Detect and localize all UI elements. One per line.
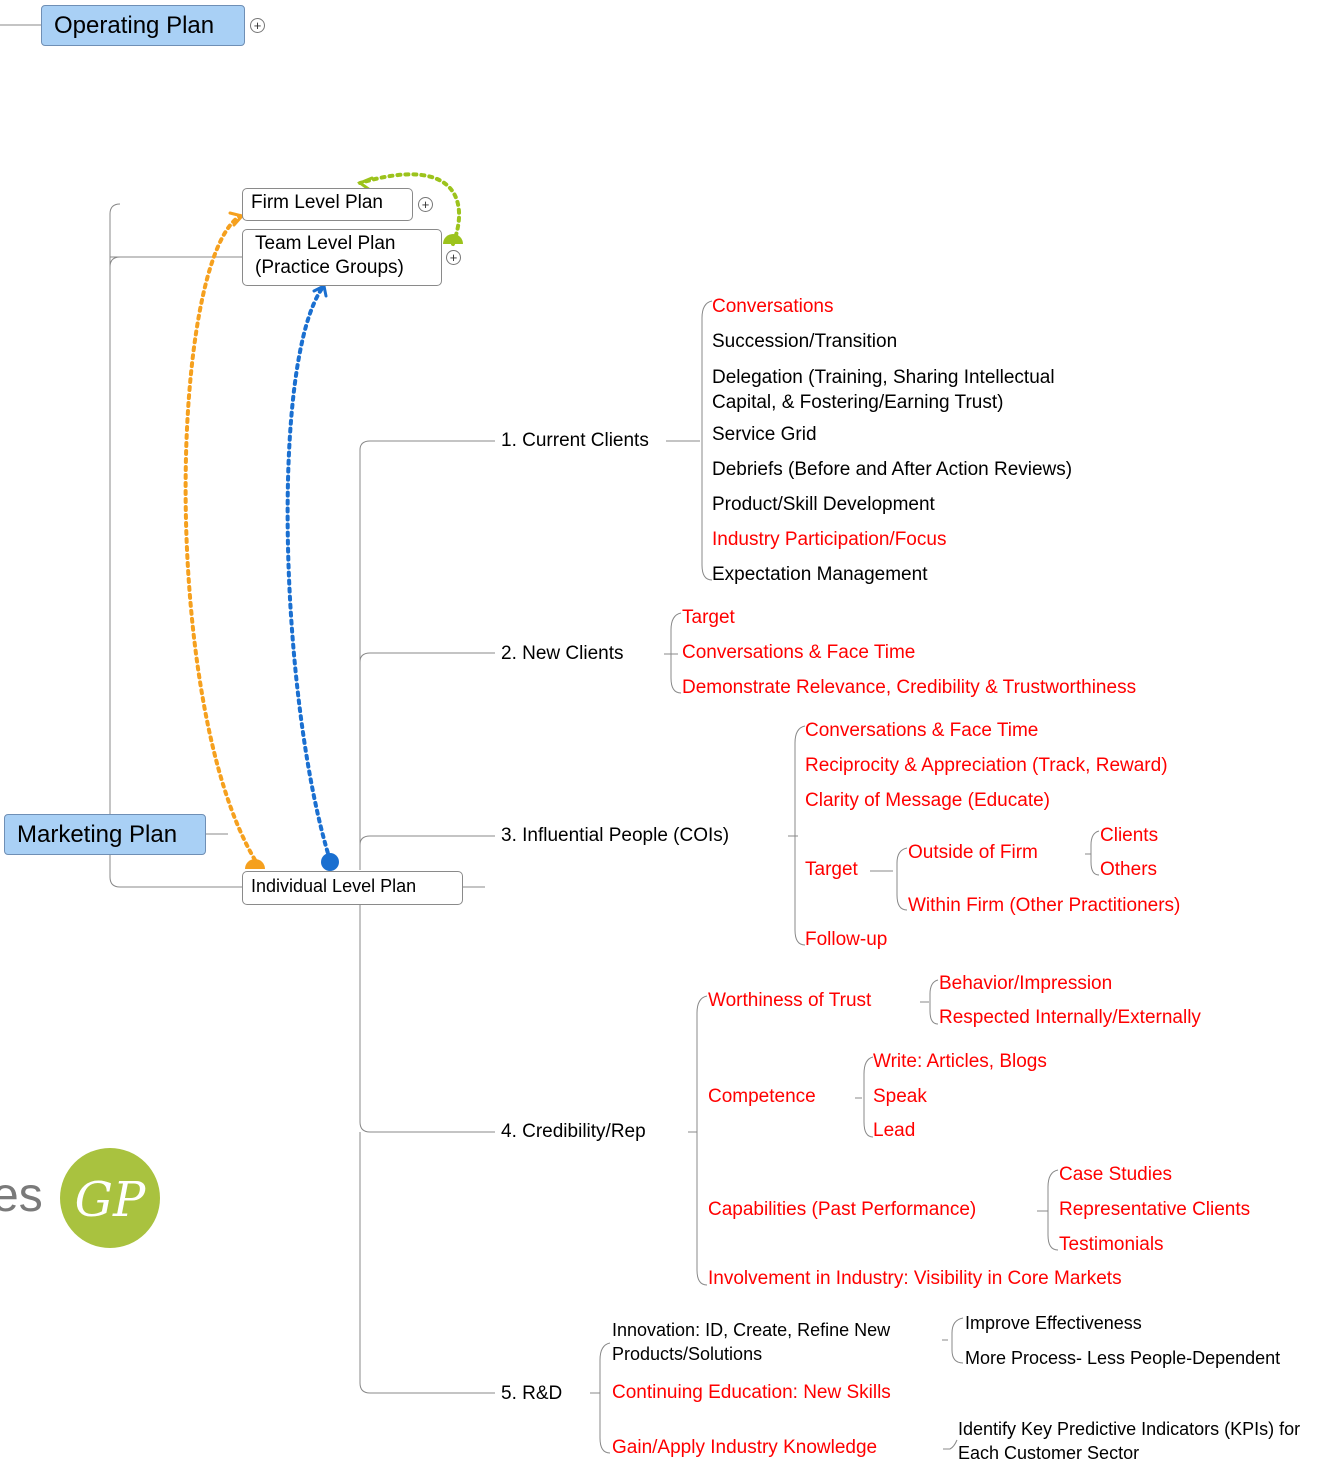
innovation-child[interactable]: More Process- Less People-Dependent <box>965 1348 1281 1368</box>
expand-team-level-button[interactable]: + <box>446 250 461 265</box>
outside-firm-child[interactable]: Clients <box>1100 825 1159 846</box>
operating-plan-topic[interactable]: Operating Plan <box>41 5 245 46</box>
individual-level-plan-node[interactable]: Individual Level Plan <box>242 871 463 905</box>
team-level-plan-label-line1: Team Level Plan <box>255 233 396 254</box>
current-clients-item[interactable]: Debriefs (Before and After Action Review… <box>712 459 1073 480</box>
firm-level-plan-label: Firm Level Plan <box>251 192 383 213</box>
branch-influential-people[interactable]: 3. Influential People (COIs) <box>501 825 730 846</box>
expand-operating-plan-button[interactable]: + <box>250 18 265 33</box>
current-clients-item[interactable]: Conversations <box>712 296 834 317</box>
industry-knowledge-child[interactable]: Identify Key Predictive Indicators (KPIs… <box>958 1419 1301 1463</box>
rnd-industry-knowledge[interactable]: Gain/Apply Industry Knowledge <box>612 1437 878 1458</box>
innovation-child[interactable]: Improve Effectiveness <box>965 1313 1142 1333</box>
operating-plan-label: Operating Plan <box>54 12 215 39</box>
capabilities-child[interactable]: Testimonials <box>1059 1234 1164 1255</box>
current-clients-item[interactable]: Industry Participation/Focus <box>712 529 947 550</box>
influential-item[interactable]: Conversations & Face Time <box>805 720 1039 741</box>
worthiness-child[interactable]: Respected Internally/Externally <box>939 1007 1201 1028</box>
new-clients-item[interactable]: Conversations & Face Time <box>682 642 916 663</box>
branch-credibility[interactable]: 4. Credibility/Rep <box>501 1121 646 1142</box>
logo-partial-text: es <box>0 1169 43 1222</box>
rnd-continuing-education[interactable]: Continuing Education: New Skills <box>612 1382 891 1403</box>
credibility-involvement[interactable]: Involvement in Industry: Visibility in C… <box>708 1268 1122 1289</box>
credibility-worthiness[interactable]: Worthiness of Trust <box>708 990 872 1011</box>
marketing-plan-label: Marketing Plan <box>17 821 178 848</box>
current-clients-item[interactable]: Delegation (Training, Sharing Intellectu… <box>712 367 1055 413</box>
team-level-plan-node[interactable]: Team Level Plan (Practice Groups) <box>242 229 442 286</box>
current-clients-item[interactable]: Service Grid <box>712 424 817 445</box>
outside-firm-child[interactable]: Others <box>1100 859 1158 880</box>
worthiness-child[interactable]: Behavior/Impression <box>939 973 1113 994</box>
target-outside-firm[interactable]: Outside of Firm <box>908 842 1038 863</box>
current-clients-item[interactable]: Succession/Transition <box>712 331 898 352</box>
target-within-firm[interactable]: Within Firm (Other Practitioners) <box>908 895 1181 916</box>
marketing-plan-topic[interactable]: Marketing Plan <box>4 814 206 855</box>
influential-item[interactable]: Clarity of Message (Educate) <box>805 790 1050 811</box>
branch-new-clients[interactable]: 2. New Clients <box>501 643 624 664</box>
rnd-innovation[interactable]: Innovation: ID, Create, Refine New Produ… <box>612 1320 891 1364</box>
gp-logo-icon: GP <box>60 1148 160 1248</box>
new-clients-item[interactable]: Demonstrate Relevance, Credibility & Tru… <box>682 677 1137 698</box>
competence-child[interactable]: Lead <box>873 1120 916 1141</box>
influential-target[interactable]: Target <box>805 859 858 880</box>
credibility-capabilities[interactable]: Capabilities (Past Performance) <box>708 1199 977 1220</box>
influential-item[interactable]: Reciprocity & Appreciation (Track, Rewar… <box>805 755 1168 776</box>
current-clients-item[interactable]: Expectation Management <box>712 564 928 585</box>
competence-child[interactable]: Speak <box>873 1086 927 1107</box>
credibility-competence[interactable]: Competence <box>708 1086 816 1107</box>
current-clients-item[interactable]: Product/Skill Development <box>712 494 935 515</box>
branch-current-clients[interactable]: 1. Current Clients <box>501 430 649 451</box>
logo-monogram: GP <box>75 1172 146 1228</box>
influential-item[interactable]: Follow-up <box>805 929 888 950</box>
individual-level-plan-label: Individual Level Plan <box>251 876 417 896</box>
firm-level-plan-node[interactable]: Firm Level Plan <box>242 188 413 221</box>
team-level-plan-label-line2: (Practice Groups) <box>255 257 404 278</box>
competence-child[interactable]: Write: Articles, Blogs <box>873 1051 1047 1072</box>
branch-rnd[interactable]: 5. R&D <box>501 1383 563 1404</box>
capabilities-child[interactable]: Case Studies <box>1059 1164 1173 1185</box>
expand-firm-level-button[interactable]: + <box>418 197 433 212</box>
capabilities-child[interactable]: Representative Clients <box>1059 1199 1251 1220</box>
new-clients-item[interactable]: Target <box>682 607 735 628</box>
